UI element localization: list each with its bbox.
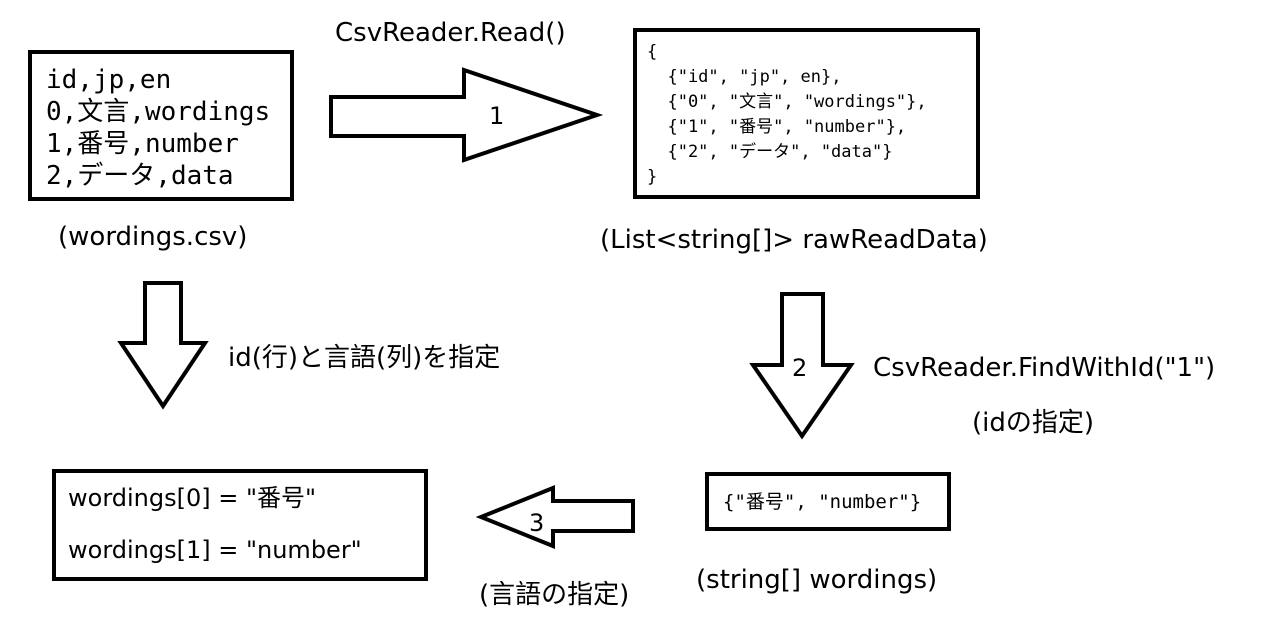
- step3-label: (言語の指定): [479, 580, 630, 610]
- result-line: wordings[0] = "番号": [68, 484, 317, 512]
- wordings-array-line: {"番号", "number"}: [723, 491, 922, 513]
- raw-data-line: }: [647, 167, 658, 187]
- step3-left-arrow: [475, 485, 635, 549]
- step1-number: 1: [489, 102, 504, 130]
- step3-number: 3: [529, 509, 544, 537]
- result-box: wordings[0] = "番号" wordings[1] = "number…: [52, 469, 428, 581]
- csv-line: 0,文言,wordings: [46, 97, 271, 127]
- left-arrow-label: id(行)と言語(列)を指定: [228, 343, 501, 373]
- wordings-caption: (string[] wordings): [696, 565, 938, 595]
- result-line: wordings[1] = "number": [68, 536, 362, 564]
- csv-line: id,jp,en: [46, 65, 172, 95]
- csv-line: 2,データ,data: [46, 161, 234, 191]
- csv-file-box: id,jp,en 0,文言,wordings 1,番号,number 2,データ…: [28, 50, 294, 201]
- raw-read-data-box: { {"id", "jp", en}, {"0", "文言", "wording…: [633, 28, 980, 199]
- raw-data-line: {"2", "データ", "data"}: [647, 142, 893, 162]
- csv-caption: (wordings.csv): [58, 222, 248, 252]
- raw-data-line: {"1", "番号", "number"},: [647, 117, 907, 137]
- raw-data-caption: (List<string[]> rawReadData): [600, 225, 988, 255]
- raw-data-line: {"id", "jp", en},: [647, 67, 842, 87]
- step2-down-arrow: [749, 292, 855, 440]
- step2-label: CsvReader.FindWithId("1"): [873, 353, 1216, 383]
- wordings-array-box: {"番号", "number"}: [705, 472, 951, 531]
- left-down-arrow: [117, 281, 209, 410]
- step2-number: 2: [792, 354, 807, 382]
- step2-sublabel: (idの指定): [972, 408, 1095, 438]
- raw-data-line: {: [647, 42, 658, 62]
- raw-data-line: {"0", "文言", "wordings"},: [647, 92, 927, 112]
- step1-label: CsvReader.Read(): [335, 18, 566, 48]
- csv-line: 1,番号,number: [46, 129, 239, 159]
- step1-right-arrow: [329, 67, 604, 163]
